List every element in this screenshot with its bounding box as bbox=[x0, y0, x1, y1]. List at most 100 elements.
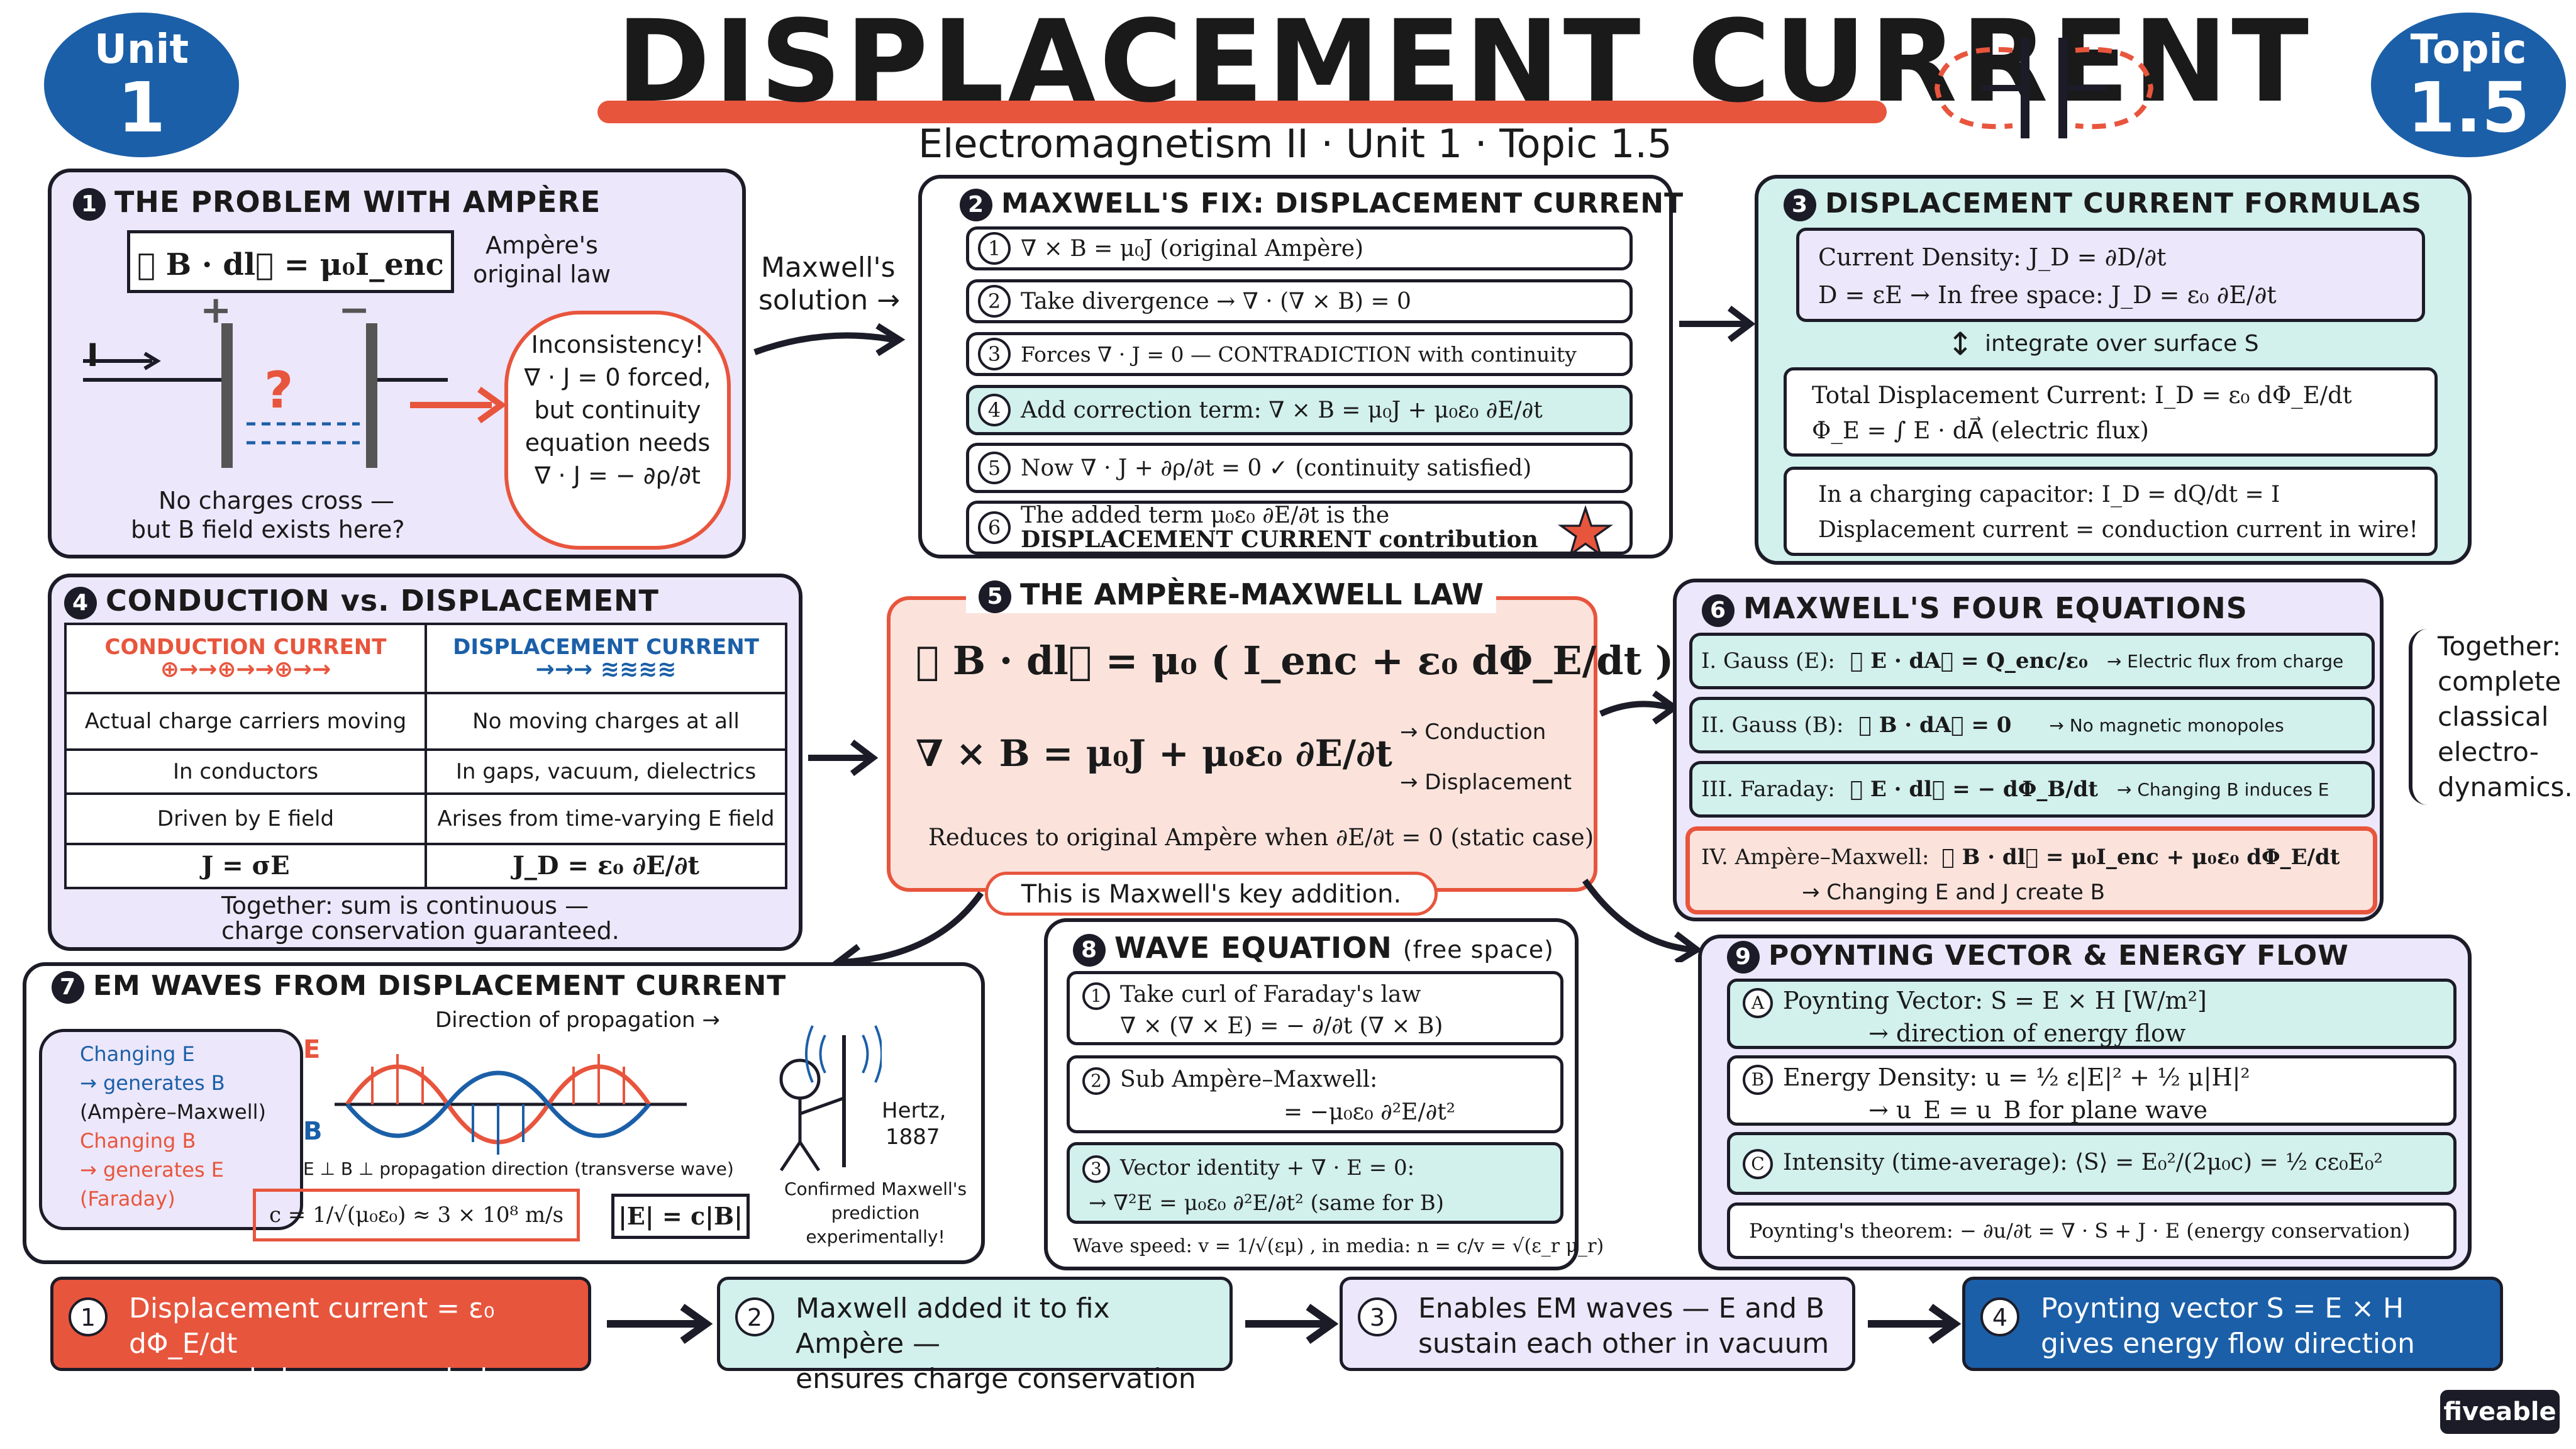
cloud-line-1: Inconsistency! bbox=[531, 331, 704, 358]
summary-1-number: 1 bbox=[69, 1297, 108, 1336]
panel8-title-note: (free space) bbox=[1402, 936, 1554, 963]
equation-gauss-e: I. Gauss (E):∮ E · dA⃗ = Q_enc/ε₀→ Elect… bbox=[1689, 633, 2375, 689]
confirm-line-2: prediction bbox=[831, 1202, 920, 1223]
current-label: I bbox=[87, 337, 99, 374]
panel1-caption-2: but B field exists here? bbox=[131, 516, 405, 543]
unit-badge-label: Unit bbox=[94, 26, 189, 73]
maxwells-solution-1: Maxwell's bbox=[761, 252, 896, 284]
summary-1-line-2: → no real charges needed bbox=[129, 1363, 488, 1395]
col-displacement-label: DISPLACEMENT CURRENT bbox=[453, 635, 759, 660]
charging-capacitor-box: In a charging capacitor: I_D = dQ/dt = I… bbox=[1784, 467, 2438, 556]
summary-arrow-1 bbox=[607, 1304, 713, 1344]
loop-line-3: (Ampère–Maxwell) bbox=[80, 1100, 266, 1124]
poynting-c-marker: C bbox=[1743, 1149, 1773, 1179]
eq3-label: III. Faraday: bbox=[1701, 777, 1835, 802]
cap-line-1: In a charging capacitor: I_D = dQ/dt = I bbox=[1818, 482, 2280, 508]
eq1-note: → Electric flux from charge bbox=[2106, 650, 2344, 672]
panel9-title-text: POYNTING VECTOR & ENERGY FLOW bbox=[1768, 940, 2349, 972]
summary-3-line-2: sustain each other in vacuum bbox=[1418, 1328, 1829, 1360]
topic-badge: Topic 1.5 bbox=[2371, 13, 2566, 157]
minus-sign: − bbox=[338, 288, 370, 332]
summary-arrow-3 bbox=[1868, 1304, 1962, 1344]
wave-step-2-line-2: = −μ₀ε₀ ∂²E/∂t² bbox=[1284, 1099, 1456, 1125]
generation-loop: Changing E → generates B (Ampère–Maxwell… bbox=[39, 1029, 303, 1230]
e-field-label: E bbox=[303, 1035, 321, 1064]
summary-4: 4 Poynting vector S = E × H gives energy… bbox=[1962, 1277, 2503, 1371]
summary-3-line-1: Enables EM waves — E and B bbox=[1418, 1292, 1825, 1324]
wave-step-1-line-2: ∇ × (∇ × E) = − ∂/∂t (∇ × B) bbox=[1120, 1013, 1443, 1039]
red-arrow-icon bbox=[410, 386, 507, 424]
panel9-number: 9 bbox=[1727, 941, 1760, 974]
total-line-2: Φ_E = ∫ E · dA⃗ (electric flux) bbox=[1812, 417, 2149, 444]
plus-sign: + bbox=[200, 288, 232, 332]
step-5-text: Now ∇ · J + ∂ρ/∂t = 0 ✓ (continuity sati… bbox=[1021, 455, 1532, 481]
conduction-arrows-icon: ⊕→→⊕→→⊕→→ bbox=[160, 657, 331, 682]
wave-step-1-number: 1 bbox=[1082, 982, 1110, 1010]
panel4-title-text: CONDUCTION vs. DISPLACEMENT bbox=[106, 584, 659, 618]
panel8-number: 8 bbox=[1073, 933, 1106, 967]
eq3-formula: ∮ E · dl⃗ = − dΦ_B/dt bbox=[1850, 777, 2098, 802]
poynting-b-line-1: Energy Density: u = ½ ε|E|² + ½ μ|H|² bbox=[1783, 1063, 2250, 1091]
integrate-text: integrate over surface S bbox=[1985, 331, 2259, 357]
question-mark: ? bbox=[264, 361, 294, 419]
table-cell: No moving charges at all bbox=[425, 692, 787, 751]
loop-line-2: → generates B bbox=[80, 1071, 225, 1095]
reduces-text: Reduces to original Ampère when ∂E/∂t = … bbox=[928, 824, 1594, 851]
summary-arrow-2 bbox=[1245, 1304, 1339, 1344]
table-cell: J_D = ε₀ ∂E/∂t bbox=[425, 843, 787, 889]
cloud-line-3: but continuity bbox=[534, 396, 701, 424]
panel7-title-text: EM WAVES FROM DISPLACEMENT CURRENT bbox=[93, 970, 787, 1002]
col-displacement: DISPLACEMENT CURRENT→→→ ≋≋≋≋ bbox=[425, 623, 787, 694]
side-line-1: Together: bbox=[2438, 631, 2562, 662]
panel6-number: 6 bbox=[1702, 594, 1735, 627]
b-field-label: B bbox=[303, 1117, 323, 1146]
star-icon bbox=[1558, 506, 1613, 556]
summary-2-line-1: Maxwell added it to fix Ampère — bbox=[796, 1292, 1110, 1360]
eq3-note: → Changing B induces E bbox=[2116, 779, 2329, 800]
summary-1: 1 Displacement current = ε₀ dΦ_E/dt → no… bbox=[50, 1277, 591, 1395]
current-density-box: Current Density: J_D = ∂D/∂t D = εE → In… bbox=[1796, 228, 2425, 322]
panel6-title-text: MAXWELL'S FOUR EQUATIONS bbox=[1743, 591, 2248, 625]
brace-conduction: → Conduction bbox=[1400, 719, 1546, 745]
equation-ampere-maxwell: IV. Ampère–Maxwell:∮ B · dl⃗ = μ₀I_enc +… bbox=[1685, 826, 2377, 914]
wave-speed: Wave speed: v = 1/√(εμ) , in media: n = … bbox=[1073, 1235, 1604, 1257]
brand-logo: fiveable bbox=[2440, 1390, 2560, 1434]
panel1-title-text: THE PROBLEM WITH AMPÈRE bbox=[114, 185, 601, 219]
panel1-caption-1: No charges cross — bbox=[158, 487, 394, 514]
loop-line-1: Changing E bbox=[80, 1042, 195, 1066]
side-line-2: complete bbox=[2438, 666, 2562, 697]
panel5-title-text: THE AMPÈRE-MAXWELL LAW bbox=[1020, 577, 1484, 611]
cloud-line-2: ∇ · J = 0 forced, bbox=[524, 364, 711, 391]
panel2-number: 2 bbox=[960, 189, 992, 221]
capacitor-diagram bbox=[83, 323, 448, 468]
displacement-arrows-icon: →→→ ≋≋≋≋ bbox=[535, 657, 677, 682]
panel3-number: 3 bbox=[1784, 189, 1816, 221]
topic-badge-label: Topic bbox=[2410, 26, 2527, 73]
eq2-note: → No magnetic monopoles bbox=[2049, 714, 2284, 736]
arrow-1-to-2 bbox=[753, 323, 906, 357]
panel4-footer-1: Together: sum is continuous — bbox=[221, 892, 589, 919]
eq2-formula: ∮ B · dA⃗ = 0 bbox=[1858, 713, 2012, 738]
summary-1-line-1: Displacement current = ε₀ dΦ_E/dt bbox=[129, 1292, 495, 1360]
step-6-number: 6 bbox=[978, 511, 1011, 544]
arrow-4-to-5 bbox=[808, 740, 879, 776]
capacitor-icon bbox=[1934, 38, 2154, 138]
propagation-direction: Direction of propagation → bbox=[435, 1008, 720, 1033]
arrow-5-to-9 bbox=[1582, 879, 1702, 962]
